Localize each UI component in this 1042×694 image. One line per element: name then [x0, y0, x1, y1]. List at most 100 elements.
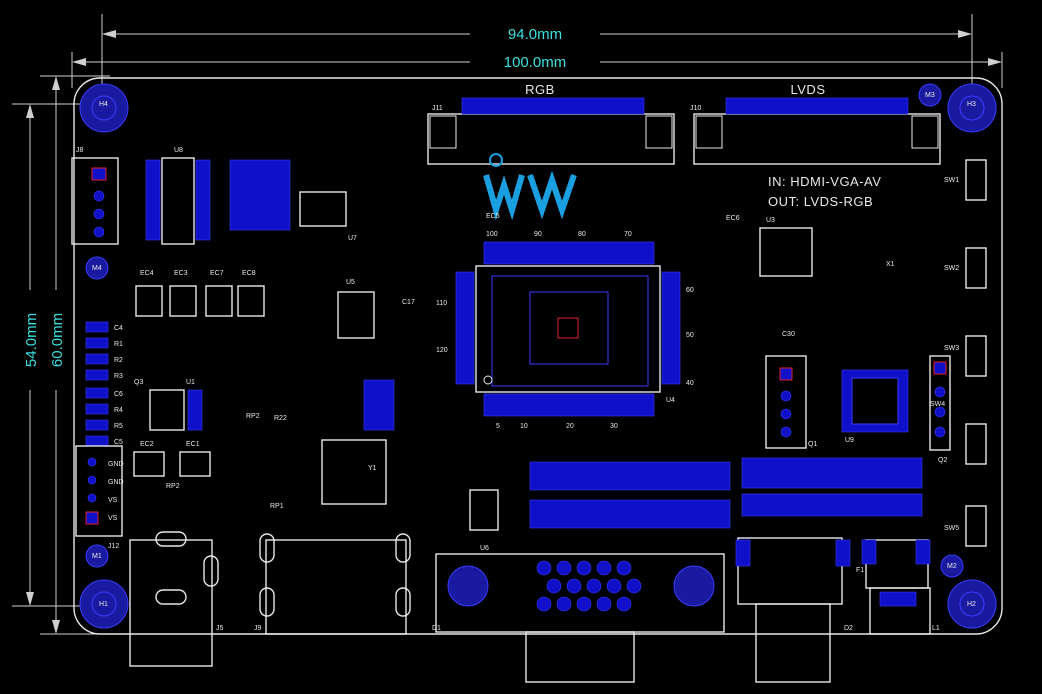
ec7-label: EC7 [210, 270, 224, 277]
connector-j9 [929, 355, 951, 451]
connector-j1 [129, 531, 219, 667]
rp2-label: C17 [402, 299, 415, 306]
board-outline [73, 77, 1003, 635]
c5-label: C5 [114, 439, 123, 446]
rgb-label: RGB [525, 82, 555, 97]
height-inner-label: 54.0mm [23, 313, 40, 367]
width-inner-label: 94.0mm [508, 26, 562, 43]
passive-array [229, 159, 923, 529]
j5-label: Q1 [808, 441, 817, 448]
u6-label: U6 [480, 545, 489, 552]
r4-label: R4 [114, 407, 123, 414]
connector-j2 [75, 445, 123, 537]
j2-gnd-2: GND [108, 479, 124, 486]
q1-label: R22 [274, 415, 287, 422]
main-ic-u4 [455, 241, 681, 417]
j7-label: J8 [76, 147, 84, 154]
pin-70: 70 [624, 231, 632, 238]
j2-vs-1: VS [108, 497, 118, 504]
j2-gnd-1: GND [108, 461, 124, 468]
sw4-label: SW4 [930, 401, 945, 408]
left-passives [85, 321, 109, 447]
width-outer-label: 100.0mm [504, 54, 567, 71]
hole-label-m1: M1 [92, 553, 102, 560]
hole-label-m4: M4 [92, 265, 102, 272]
pin-5: 5 [496, 423, 500, 430]
pin-110: 110 [436, 300, 447, 307]
j12-label: L1 [932, 625, 940, 632]
j1-label: J5 [216, 625, 224, 632]
pin-10: 10 [520, 423, 528, 430]
u5-label: U5 [346, 279, 355, 286]
l1-label: RP2 [246, 413, 260, 420]
pin-120: 120 [436, 347, 448, 354]
pin-100: 100 [486, 231, 498, 238]
u1-label: U1 [186, 379, 195, 386]
r2-label: R2 [114, 357, 123, 364]
connector-j4-vga [435, 553, 725, 683]
hole-h2 [947, 579, 997, 629]
ec8-label: EC8 [242, 270, 256, 277]
input-info: IN: HDMI-VGA-AV [768, 174, 881, 189]
j6-label: J9 [254, 625, 262, 632]
hole-h1 [79, 579, 129, 629]
hole-label-h3: H3 [967, 101, 976, 108]
rgb-connector [427, 97, 675, 165]
u3-label: U3 [766, 217, 775, 224]
r3-label: R3 [114, 373, 123, 380]
rp1-label: C30 [782, 331, 795, 338]
sw5-label: SW5 [944, 525, 959, 532]
ec2-label: EC2 [140, 441, 154, 448]
ec3-label: EC3 [174, 270, 188, 277]
x1-label: X1 [886, 261, 895, 268]
hole-h3 [947, 83, 997, 133]
hole-label-h4: H4 [99, 101, 108, 108]
ic-u9 [841, 369, 909, 433]
electrolytic-caps [133, 285, 265, 477]
connector-j5 [765, 355, 807, 449]
j8-label: F1 [856, 567, 864, 574]
hole-label-m3: M3 [925, 92, 935, 99]
r1-label: R1 [114, 341, 123, 348]
u4-label: U4 [666, 397, 675, 404]
lvds-label: LVDS [791, 82, 826, 97]
ec6-label: EC6 [726, 215, 740, 222]
connector-j7 [71, 157, 119, 245]
pin-20: 20 [566, 423, 574, 430]
pin-60: 60 [686, 287, 694, 294]
sw1-label: SW1 [944, 177, 959, 184]
c6-label: C6 [114, 391, 123, 398]
hole-h4 [79, 83, 129, 133]
switch-column [965, 159, 987, 547]
j2-vs-2: VS [108, 515, 118, 522]
ec5-label: EC5 [486, 213, 500, 220]
u7-label: U7 [348, 235, 357, 242]
pin-40: 40 [686, 380, 694, 387]
ic-u7 [299, 191, 347, 227]
sw2-label: SW2 [944, 265, 959, 272]
j2-label: J12 [108, 543, 119, 550]
d2-label: RP1 [270, 503, 284, 510]
ec1-label: EC1 [186, 441, 200, 448]
pin-90: 90 [534, 231, 542, 238]
c4-label: C4 [114, 325, 123, 332]
d1-label: Q3 [134, 379, 143, 386]
r5-label: R5 [114, 423, 123, 430]
j10-label: J10 [690, 105, 701, 112]
hole-label-m2: M2 [947, 563, 957, 570]
u8-label: U8 [174, 147, 183, 154]
pin-30: 30 [610, 423, 618, 430]
pin-50: 50 [686, 332, 694, 339]
connector-j12 [869, 587, 931, 635]
u9-label: U9 [845, 437, 854, 444]
connector-j3 [735, 537, 851, 683]
mounting-holes [79, 83, 997, 629]
pin-80: 80 [578, 231, 586, 238]
f1-label: RP2 [166, 483, 180, 490]
ic-u3 [759, 227, 813, 277]
j3-label: D2 [844, 625, 853, 632]
y1-label: Y1 [368, 465, 377, 472]
j11-label: J11 [432, 105, 443, 112]
connector-j8 [861, 539, 931, 589]
